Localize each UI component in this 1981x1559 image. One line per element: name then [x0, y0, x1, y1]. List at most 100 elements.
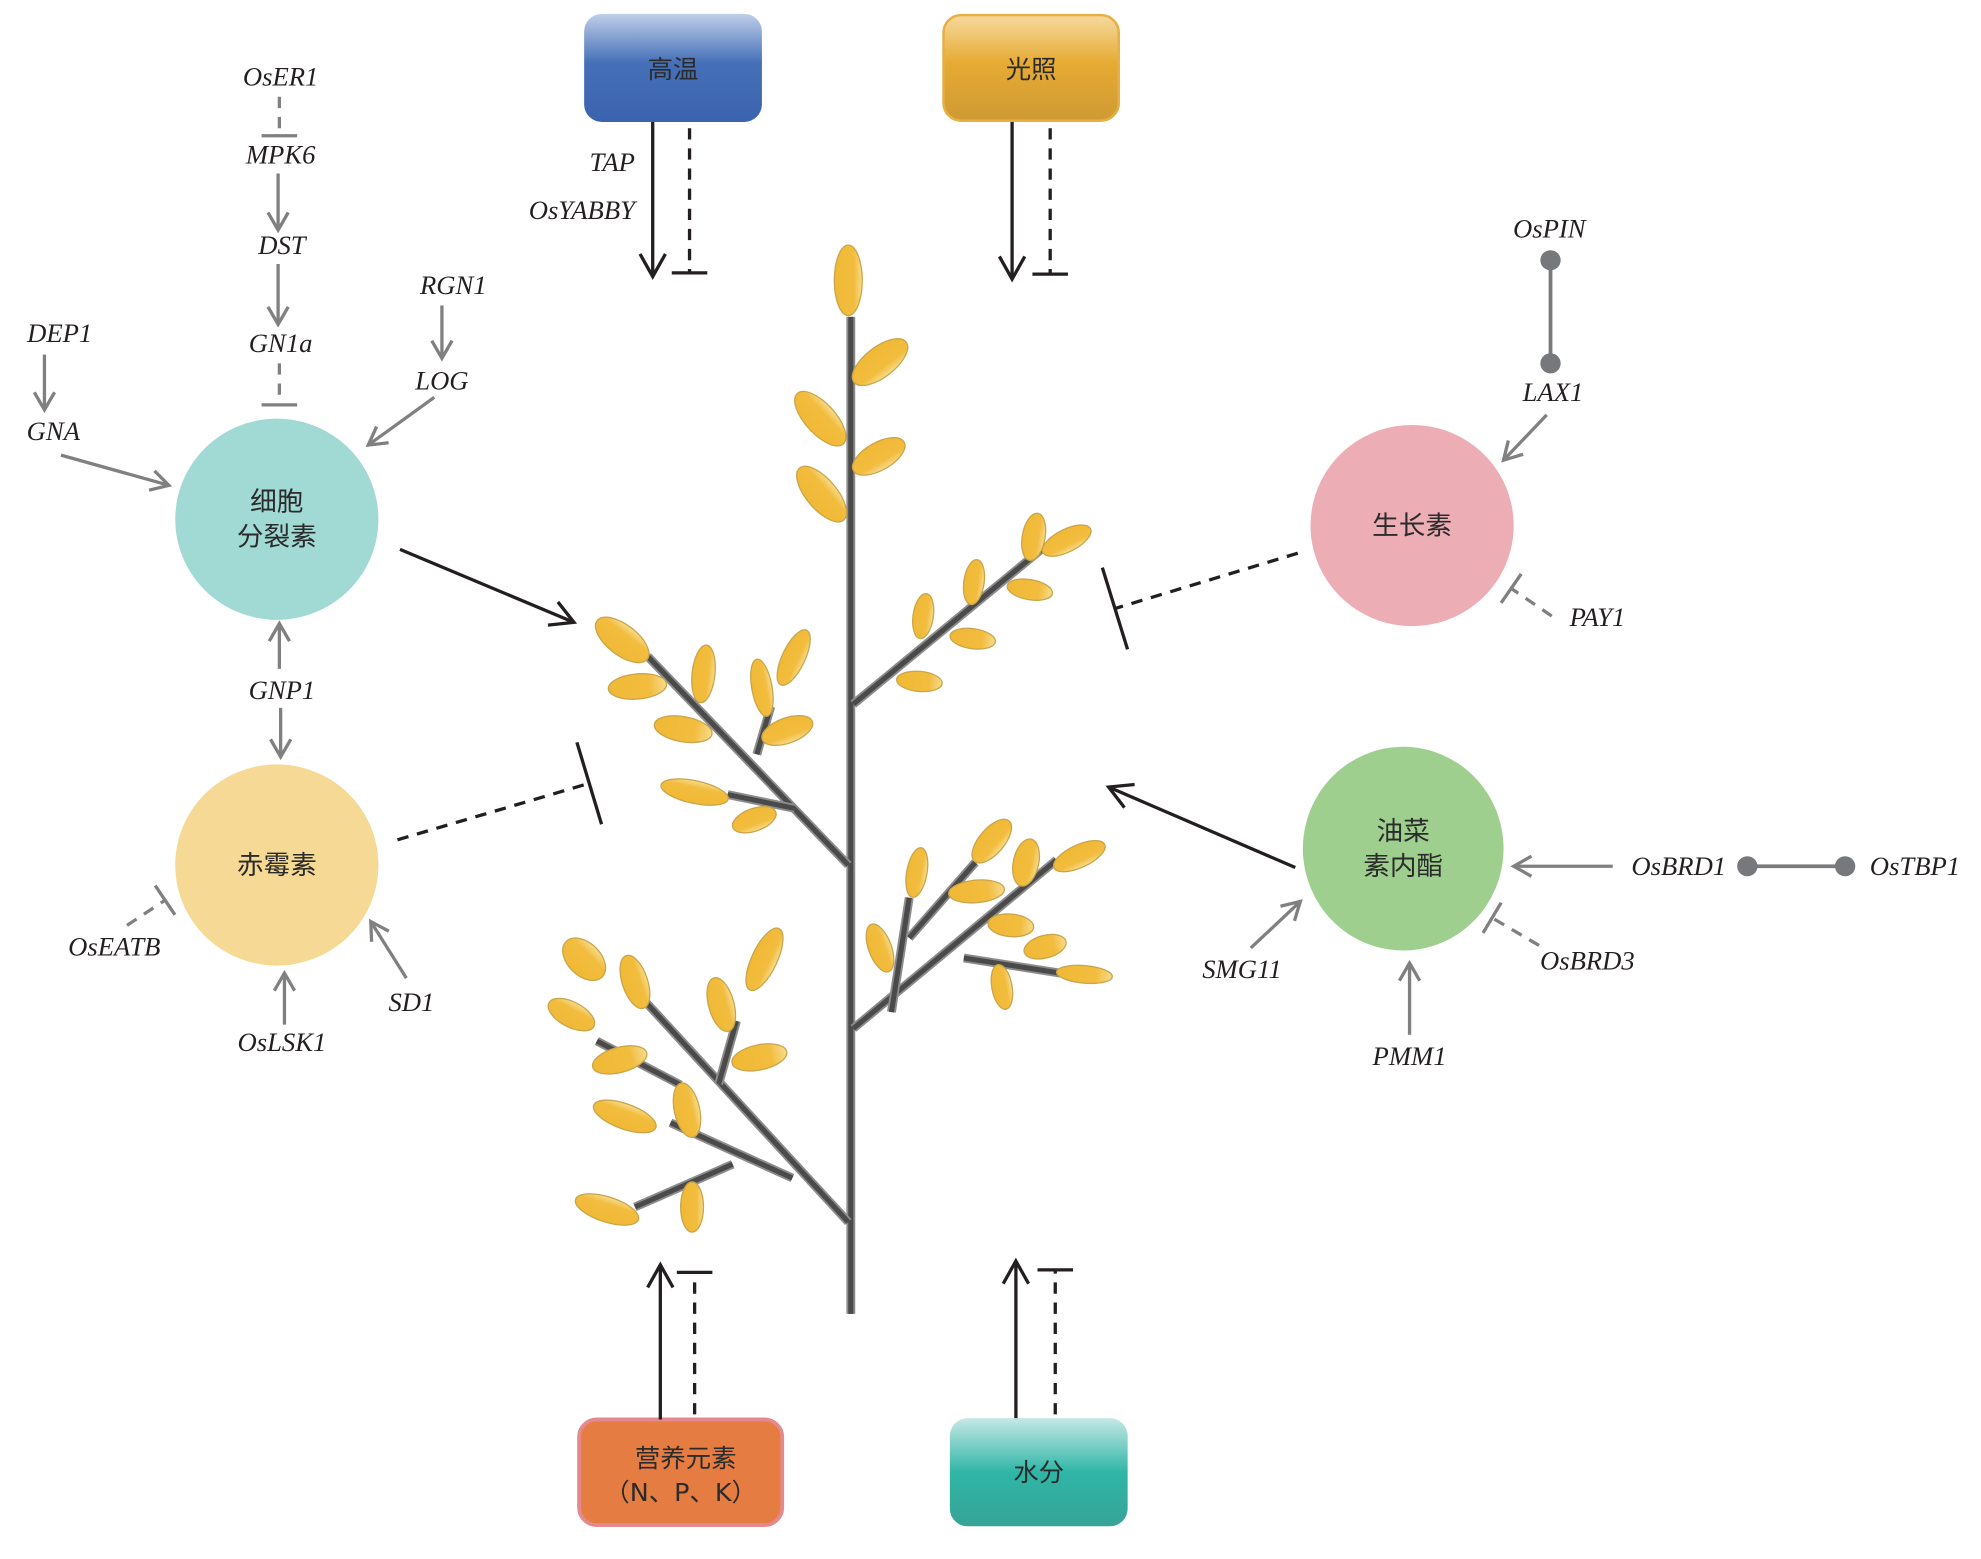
ospin-interaction-dot: [1540, 250, 1561, 271]
rice-grain: [574, 1193, 640, 1226]
rice-grain: [594, 616, 650, 664]
ostbp1-interaction-dot: [1834, 856, 1856, 877]
water-factor: 水分: [949, 1257, 1128, 1527]
panicle-sub-branch: [888, 897, 912, 1013]
auxin-inhibit-panicle-line: [1100, 551, 1299, 650]
rice-grain: [1021, 512, 1047, 562]
gene-mpk6-label: MPK6: [245, 140, 316, 170]
rice-grain: [794, 390, 847, 447]
rice-grain: [745, 927, 784, 992]
nutrients-label-line1: 营养元素: [635, 1444, 737, 1473]
rice-grain: [1012, 838, 1041, 887]
auxin-label: 生长素: [1372, 510, 1452, 541]
rice-grain: [750, 658, 774, 717]
rice-grain: [706, 977, 737, 1033]
gene-ospin-label: OsPIN: [1513, 214, 1587, 244]
gene-lax1-label: LAX1: [1522, 377, 1584, 407]
water-box: [949, 1418, 1128, 1527]
brassinosteroid-promote-panicle-arrow: [1105, 782, 1296, 870]
panicle-sub-branch: [963, 955, 1061, 976]
rice-grain: [865, 923, 895, 973]
rice-grain: [895, 670, 943, 693]
gene-osyabby-label: OsYABBY: [529, 195, 638, 225]
log-promote-cytokinin-arrow: [365, 395, 436, 448]
rice-grain: [761, 714, 814, 746]
gene-ostbp1-label: OsTBP1: [1870, 851, 1960, 881]
high-temperature-box: [584, 13, 762, 122]
rice-grain: [990, 963, 1014, 1010]
light-label: 光照: [1006, 55, 1057, 84]
gene-smg11-label: SMG11: [1202, 954, 1281, 984]
panicle-branch: [645, 654, 851, 867]
gene-oser1-label: OsER1: [243, 62, 318, 92]
brassinosteroid-label-line1: 油菜: [1377, 816, 1430, 847]
cytokinin-label-line1: 细胞: [250, 487, 303, 518]
gene-gn1a-label: GN1a: [249, 328, 313, 358]
rice-grain: [660, 778, 729, 806]
cytokinin-node: 细胞 分裂素: [175, 418, 379, 620]
rice-grain: [1041, 524, 1092, 557]
auxin-node: 生长素: [1310, 424, 1514, 627]
gene-gna-label: GNA: [27, 416, 81, 446]
gene-pmm1-label: PMM1: [1372, 1041, 1447, 1071]
rice-grain: [591, 1045, 648, 1075]
oseatb-inhibit-gibberellin-line: [126, 884, 177, 927]
rice-grain: [592, 1099, 657, 1134]
cytokinin-label-line2: 分裂素: [237, 522, 317, 553]
light-factor: 光照: [942, 13, 1121, 283]
rice-grain: [962, 559, 986, 606]
rice-grain: [691, 644, 716, 704]
gene-tap-label: TAP: [590, 147, 635, 177]
rice-grain: [949, 627, 997, 650]
gene-dst-label: DST: [257, 230, 308, 260]
panicle-sub-branch: [727, 792, 796, 811]
cytokinin-circle: [175, 418, 379, 620]
nutrients-factor: 营养元素 （N、P、K）: [577, 1261, 785, 1527]
high-temperature-factor: 高温 TAP OsYABBY: [529, 13, 762, 280]
gibberellin-node: 赤霉素: [175, 764, 379, 966]
gene-osbrd1-label: OsBRD1: [1631, 851, 1726, 881]
rice-grain: [731, 805, 777, 834]
pay1-inhibit-auxin-line: [1499, 572, 1553, 618]
rice-panicle-illustration: [547, 244, 1113, 1314]
gibberellin-label: 赤霉素: [237, 850, 317, 881]
light-box: [942, 13, 1121, 122]
panicle-sub-branch: [716, 1020, 739, 1085]
lax1-interaction-dot: [1540, 353, 1561, 374]
rice-grain: [1023, 933, 1067, 960]
brassinosteroid-label-line2: 素内酯: [1363, 851, 1443, 882]
gna-promote-cytokinin-arrow: [60, 453, 173, 492]
water-label: 水分: [1013, 1458, 1064, 1487]
rice-grain: [562, 937, 607, 982]
rice-grain: [776, 629, 811, 686]
nutrients-box: [577, 1417, 785, 1527]
panicle-sub-branch: [907, 860, 978, 940]
panicle-branch: [851, 858, 1059, 1031]
rice-grain: [971, 818, 1013, 864]
rice-grain: [851, 338, 909, 387]
rice-grain: [833, 244, 863, 317]
gene-gnp1-label: GNP1: [249, 675, 316, 705]
rice-grain: [547, 997, 596, 1032]
rice-grain: [796, 465, 848, 523]
rice-grain: [987, 913, 1035, 938]
auxin-circle: [1310, 424, 1514, 627]
rice-grain: [672, 1082, 702, 1138]
panicle-branch: [624, 978, 851, 1224]
osbrd1-interaction-dot: [1737, 856, 1758, 877]
rice-grain: [948, 879, 1006, 904]
rice-grain: [1055, 964, 1113, 985]
gene-dep1-label: DEP1: [26, 318, 92, 348]
gene-pay1-label: PAY1: [1569, 602, 1626, 632]
gene-osbrd3-label: OsBRD3: [1540, 945, 1635, 975]
rice-grain: [731, 1043, 788, 1072]
high-temperature-label: 高温: [648, 55, 699, 84]
rice-grain: [905, 847, 929, 898]
sd1-promote-gibberellin-arrow: [369, 918, 408, 980]
rice-grain: [1006, 578, 1054, 601]
rice-grain: [619, 954, 651, 1010]
nutrients-label-line2: （N、P、K）: [604, 1478, 757, 1507]
rice-grain: [1052, 840, 1106, 873]
gene-rgn1-label: RGN1: [419, 270, 487, 300]
